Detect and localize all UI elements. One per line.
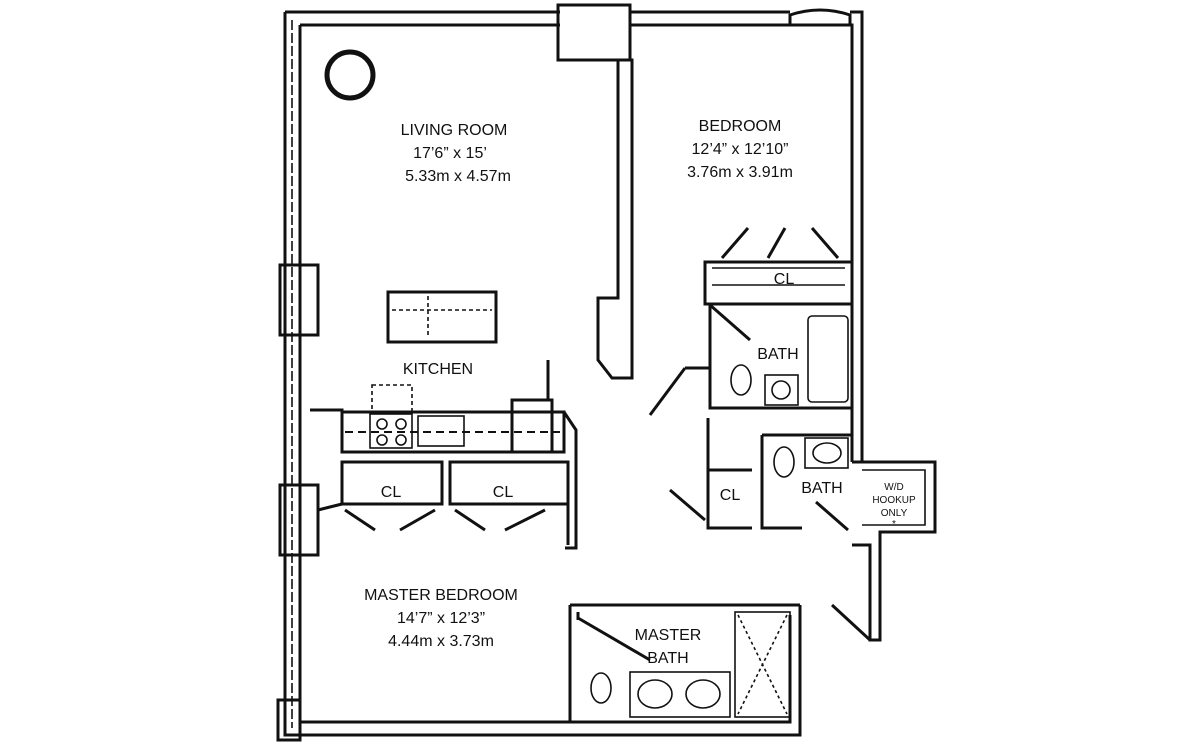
exterior-walls bbox=[276, 3, 864, 742]
bath-1 bbox=[648, 303, 852, 416]
wd-text: ONLY bbox=[881, 508, 908, 519]
master-bath-label: BATH bbox=[647, 650, 688, 667]
column bbox=[556, 3, 632, 62]
closet-label: CL bbox=[493, 484, 514, 501]
wd-note: * bbox=[892, 519, 896, 530]
wd-text: W/D bbox=[884, 482, 903, 493]
sink bbox=[804, 437, 849, 469]
room-name: BEDROOM bbox=[699, 118, 782, 135]
room-size-metric: 3.76m x 3.91m bbox=[687, 164, 793, 181]
toilet bbox=[590, 672, 612, 704]
room-size-imperial: 14’7” x 12’3” bbox=[397, 610, 485, 627]
column-circle bbox=[324, 49, 376, 101]
wd-closet bbox=[830, 460, 937, 642]
bath-label: BATH bbox=[801, 480, 842, 497]
room-name: MASTER BEDROOM bbox=[364, 587, 518, 604]
room-name: LIVING ROOM bbox=[401, 122, 508, 139]
bath-label: BATH bbox=[757, 346, 798, 363]
room-size-imperial: 12’4” x 12’10” bbox=[692, 141, 789, 158]
bedroom-closet bbox=[703, 227, 854, 306]
toilet bbox=[773, 446, 795, 478]
bathtub bbox=[807, 315, 849, 403]
room-size-imperial: 17’6” x 15’ bbox=[413, 145, 487, 162]
window-bay bbox=[788, 8, 852, 27]
island bbox=[386, 290, 498, 344]
master-bedroom-label: MASTER BEDROOM 14’7” x 12’3” 4.44m x 3.7… bbox=[364, 587, 518, 650]
toilet bbox=[730, 364, 752, 396]
closet-label: CL bbox=[720, 487, 741, 504]
master-closets bbox=[317, 460, 570, 545]
closet-label: CL bbox=[381, 484, 402, 501]
bedroom-label: BEDROOM 12’4” x 12’10” 3.76m x 3.91m bbox=[687, 118, 793, 181]
wd-text: HOOKUP bbox=[872, 495, 916, 506]
closet-label: CL bbox=[774, 271, 795, 288]
kitchen-label: KITCHEN bbox=[403, 361, 473, 378]
master-bath bbox=[568, 603, 800, 722]
living-room-label: LIVING ROOM 17’6” x 15’ 5.33m x 4.57m bbox=[401, 122, 511, 185]
kitchen-area bbox=[310, 290, 578, 550]
sink bbox=[764, 374, 799, 406]
room-size-metric: 5.33m x 4.57m bbox=[405, 168, 511, 185]
master-bath-label: MASTER bbox=[635, 627, 702, 644]
bath-2 bbox=[669, 418, 852, 532]
shower bbox=[734, 611, 791, 718]
window-bay bbox=[278, 483, 320, 557]
window-bay bbox=[278, 263, 320, 337]
room-size-metric: 4.44m x 3.73m bbox=[388, 633, 494, 650]
vanity bbox=[629, 671, 731, 718]
wd-label: W/D HOOKUP ONLY * bbox=[872, 482, 916, 530]
partition-wall bbox=[596, 58, 634, 380]
